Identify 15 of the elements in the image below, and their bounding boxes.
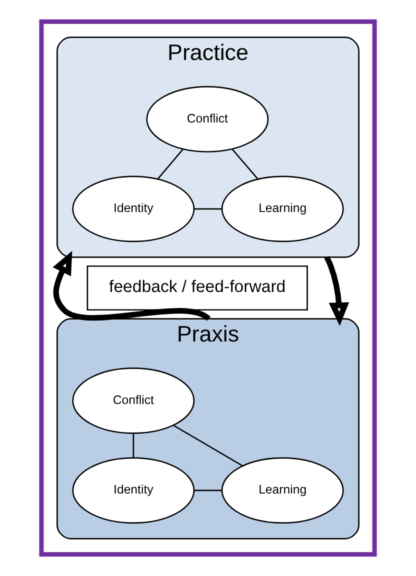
- node-ellipse: Conflict: [72, 368, 195, 434]
- connector: [194, 208, 222, 210]
- connector: [132, 433, 134, 458]
- cluster: [39, 19, 377, 557]
- connector: [173, 424, 243, 466]
- node-ellipse: Conflict: [146, 86, 269, 152]
- node-ellipse: Identity: [72, 457, 195, 524]
- node-ellipse: Learning: [221, 176, 344, 242]
- node-ellipse: Learning: [221, 457, 344, 524]
- connector: [157, 149, 184, 180]
- connector: [194, 490, 222, 492]
- connector: [232, 148, 258, 180]
- node-ellipse: Identity: [72, 176, 195, 242]
- node-box: feedback / feed-forward: [86, 265, 308, 311]
- arrow: [324, 256, 350, 326]
